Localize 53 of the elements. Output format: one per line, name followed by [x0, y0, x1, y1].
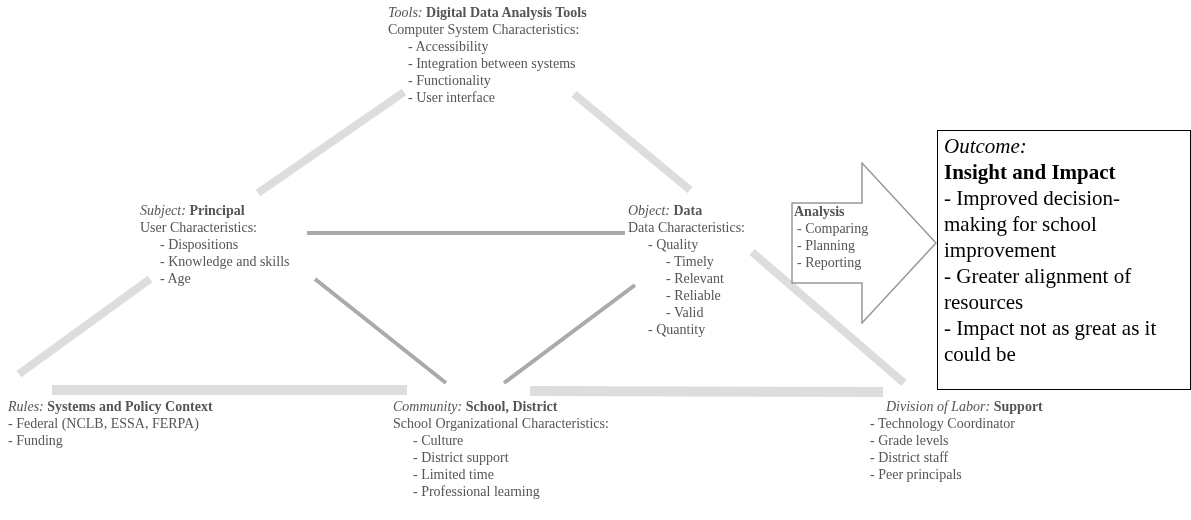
heading-text: Analysis	[794, 203, 845, 220]
list-item-text: - Dispositions	[160, 236, 239, 253]
list-item-text: - Reliable	[666, 287, 721, 304]
list-item-text: - Age	[160, 270, 191, 287]
list-item-text: - Greater alignment of resources	[944, 263, 1133, 315]
list-item-text: - Valid	[666, 304, 704, 321]
connector-line	[571, 90, 693, 194]
connector-line	[16, 275, 153, 378]
connector-line	[307, 231, 625, 235]
list-item-text: - Comparing	[797, 220, 869, 237]
heading-text: Object: Data	[628, 202, 703, 219]
outcome-box	[937, 130, 1191, 390]
subheading-text: Data Characteristics:	[628, 219, 745, 236]
list-item-text: - Grade levels	[870, 432, 949, 449]
list-item-text: - Quantity	[648, 321, 706, 338]
list-item-text: - Limited time	[413, 466, 494, 483]
list-item-text: - Funding	[8, 432, 63, 449]
connector-line	[313, 277, 448, 385]
heading-text: Community: School, District	[393, 398, 558, 415]
list-item-text: - Federal (NCLB, ESSA, FERPA)	[8, 415, 199, 432]
list-item-text: - Accessibility	[408, 38, 489, 55]
list-item-text: - Impact not as great as it could be	[944, 315, 1158, 367]
connector-line	[749, 248, 907, 387]
list-item-text: - Improved decision-making for school improvement	[944, 185, 1122, 263]
list-item-text: - Knowledge and skills	[160, 253, 290, 270]
list-item-text: - Peer principals	[870, 466, 962, 483]
heading-text: Tools: Digital Data Analysis Tools	[388, 4, 587, 21]
list-item-text: - Professional learning	[413, 483, 540, 500]
connector-line	[502, 283, 637, 385]
subheading-text: Computer System Characteristics:	[388, 21, 580, 38]
list-item-text: Insight and Impact	[944, 159, 1117, 185]
list-item-text: - Timely	[666, 253, 714, 270]
list-item-text: - Planning	[797, 237, 855, 254]
heading-text: Rules: Systems and Policy Context	[8, 398, 213, 415]
list-item-text: - User interface	[408, 89, 496, 106]
connector-line	[255, 88, 407, 197]
subheading-text: School Organizational Characteristics:	[393, 415, 609, 432]
list-item-text: - Relevant	[666, 270, 724, 287]
list-item-text: - District support	[413, 449, 509, 466]
list-item-text: - District staff	[870, 449, 949, 466]
heading-text: Outcome:	[944, 133, 1028, 159]
heading-text: Division of Labor: Support	[886, 398, 1043, 415]
connector-line	[52, 385, 407, 395]
subheading-text: User Characteristics:	[140, 219, 257, 236]
list-item-text: - Functionality	[408, 72, 491, 89]
list-item-text: - Quality	[648, 236, 699, 253]
connector-line	[530, 386, 883, 397]
list-item-text: - Integration between systems	[408, 55, 576, 72]
list-item-text: - Technology Coordinator	[870, 415, 1015, 432]
list-item-text: - Culture	[413, 432, 464, 449]
heading-text: Subject: Principal	[140, 202, 245, 219]
list-item-text: - Reporting	[797, 254, 862, 271]
block-arrow	[790, 162, 938, 324]
